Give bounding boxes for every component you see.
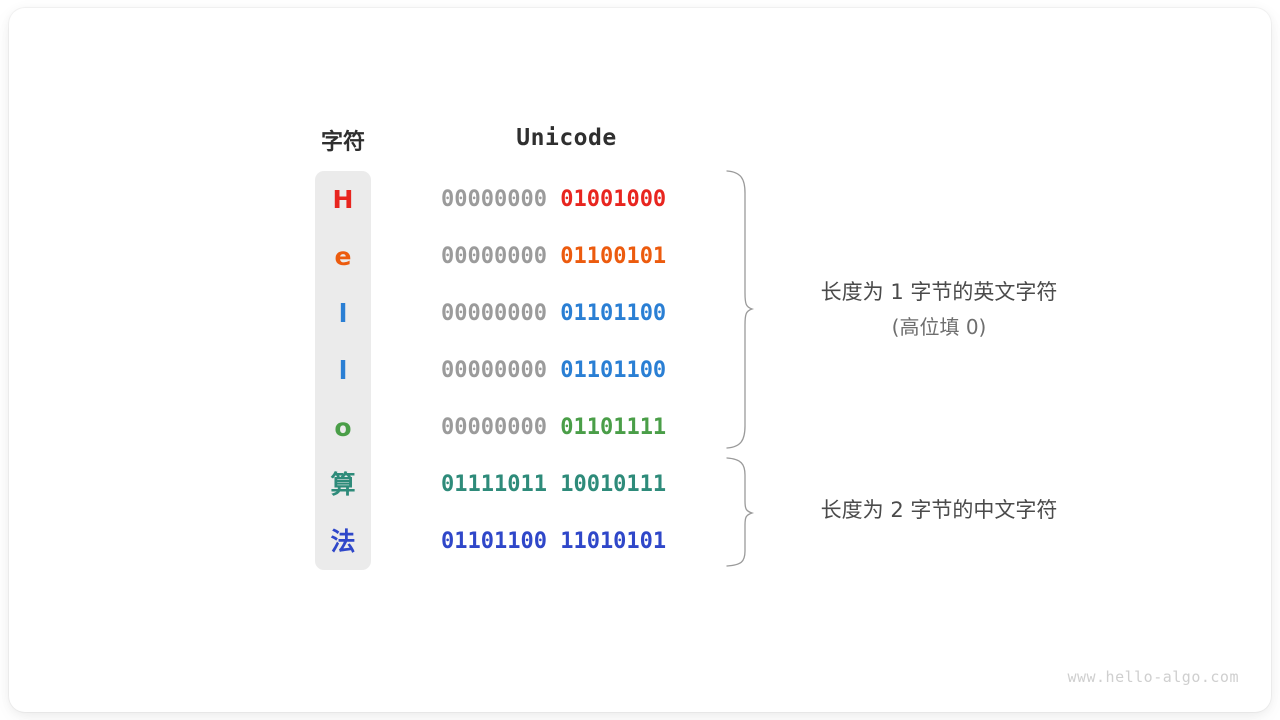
row-character: l — [338, 299, 348, 328]
row-bits-high: 00000000 — [441, 415, 561, 440]
annotation-english: 长度为 1 字节的英文字符 (高位填 0) — [779, 274, 1099, 344]
row-unicode-bits: 01111011 10010111 — [441, 456, 692, 513]
annotation-english-line2: (高位填 0) — [891, 315, 987, 339]
row-character: 法 — [330, 527, 356, 556]
diagram-stage: 字符 Unicode H 00000000 01001000 e 00000000 0… — [9, 8, 1271, 712]
watermark: www.hello-algo.com — [1067, 668, 1239, 686]
annotation-chinese-line1: 长度为 2 字节的中文字符 — [820, 498, 1058, 522]
row-character: H — [332, 185, 354, 214]
row-bits-low: 01101111 — [560, 415, 667, 440]
row-character: e — [334, 242, 352, 271]
row-character: l — [338, 356, 348, 385]
brace-english-icon — [726, 170, 755, 449]
row-bits-low: 01111011 10010111 — [441, 472, 667, 497]
brace-group — [726, 170, 755, 567]
row-unicode-bits: 00000000 01101100 — [441, 342, 692, 399]
row-bits-high: 00000000 — [441, 187, 561, 212]
column-header-character: 字符 — [320, 130, 365, 155]
row-unicode-bits: 00000000 01001000 — [441, 171, 692, 228]
annotation-english-line1: 长度为 1 字节的英文字符 — [820, 280, 1058, 304]
row-bits-low: 01101100 11010101 — [441, 529, 667, 554]
row-bits-high: 00000000 — [441, 301, 561, 326]
diagram-card: 字符 Unicode H 00000000 01001000 e 00000000 0… — [9, 8, 1271, 712]
row-bits-low: 01001000 — [560, 187, 667, 212]
row-bits-low: 01101100 — [560, 301, 667, 326]
row-unicode-bits: 00000000 01101100 — [441, 285, 692, 342]
row-character: o — [334, 413, 352, 442]
row-bits-high: 00000000 — [441, 244, 561, 269]
row-character: 算 — [330, 470, 356, 499]
column-header-unicode: Unicode — [516, 125, 617, 151]
character-column-background — [315, 171, 371, 570]
brace-chinese-icon — [726, 457, 755, 567]
row-unicode-bits: 00000000 01101111 — [441, 399, 692, 456]
row-bits-low: 01100101 — [560, 244, 667, 269]
row-unicode-bits: 01101100 11010101 — [441, 513, 692, 570]
row-bits-high: 00000000 — [441, 358, 561, 383]
annotation-chinese: 长度为 2 字节的中文字符 — [779, 492, 1099, 528]
row-unicode-bits: 00000000 01100101 — [441, 228, 692, 285]
row-bits-low: 01101100 — [560, 358, 667, 383]
